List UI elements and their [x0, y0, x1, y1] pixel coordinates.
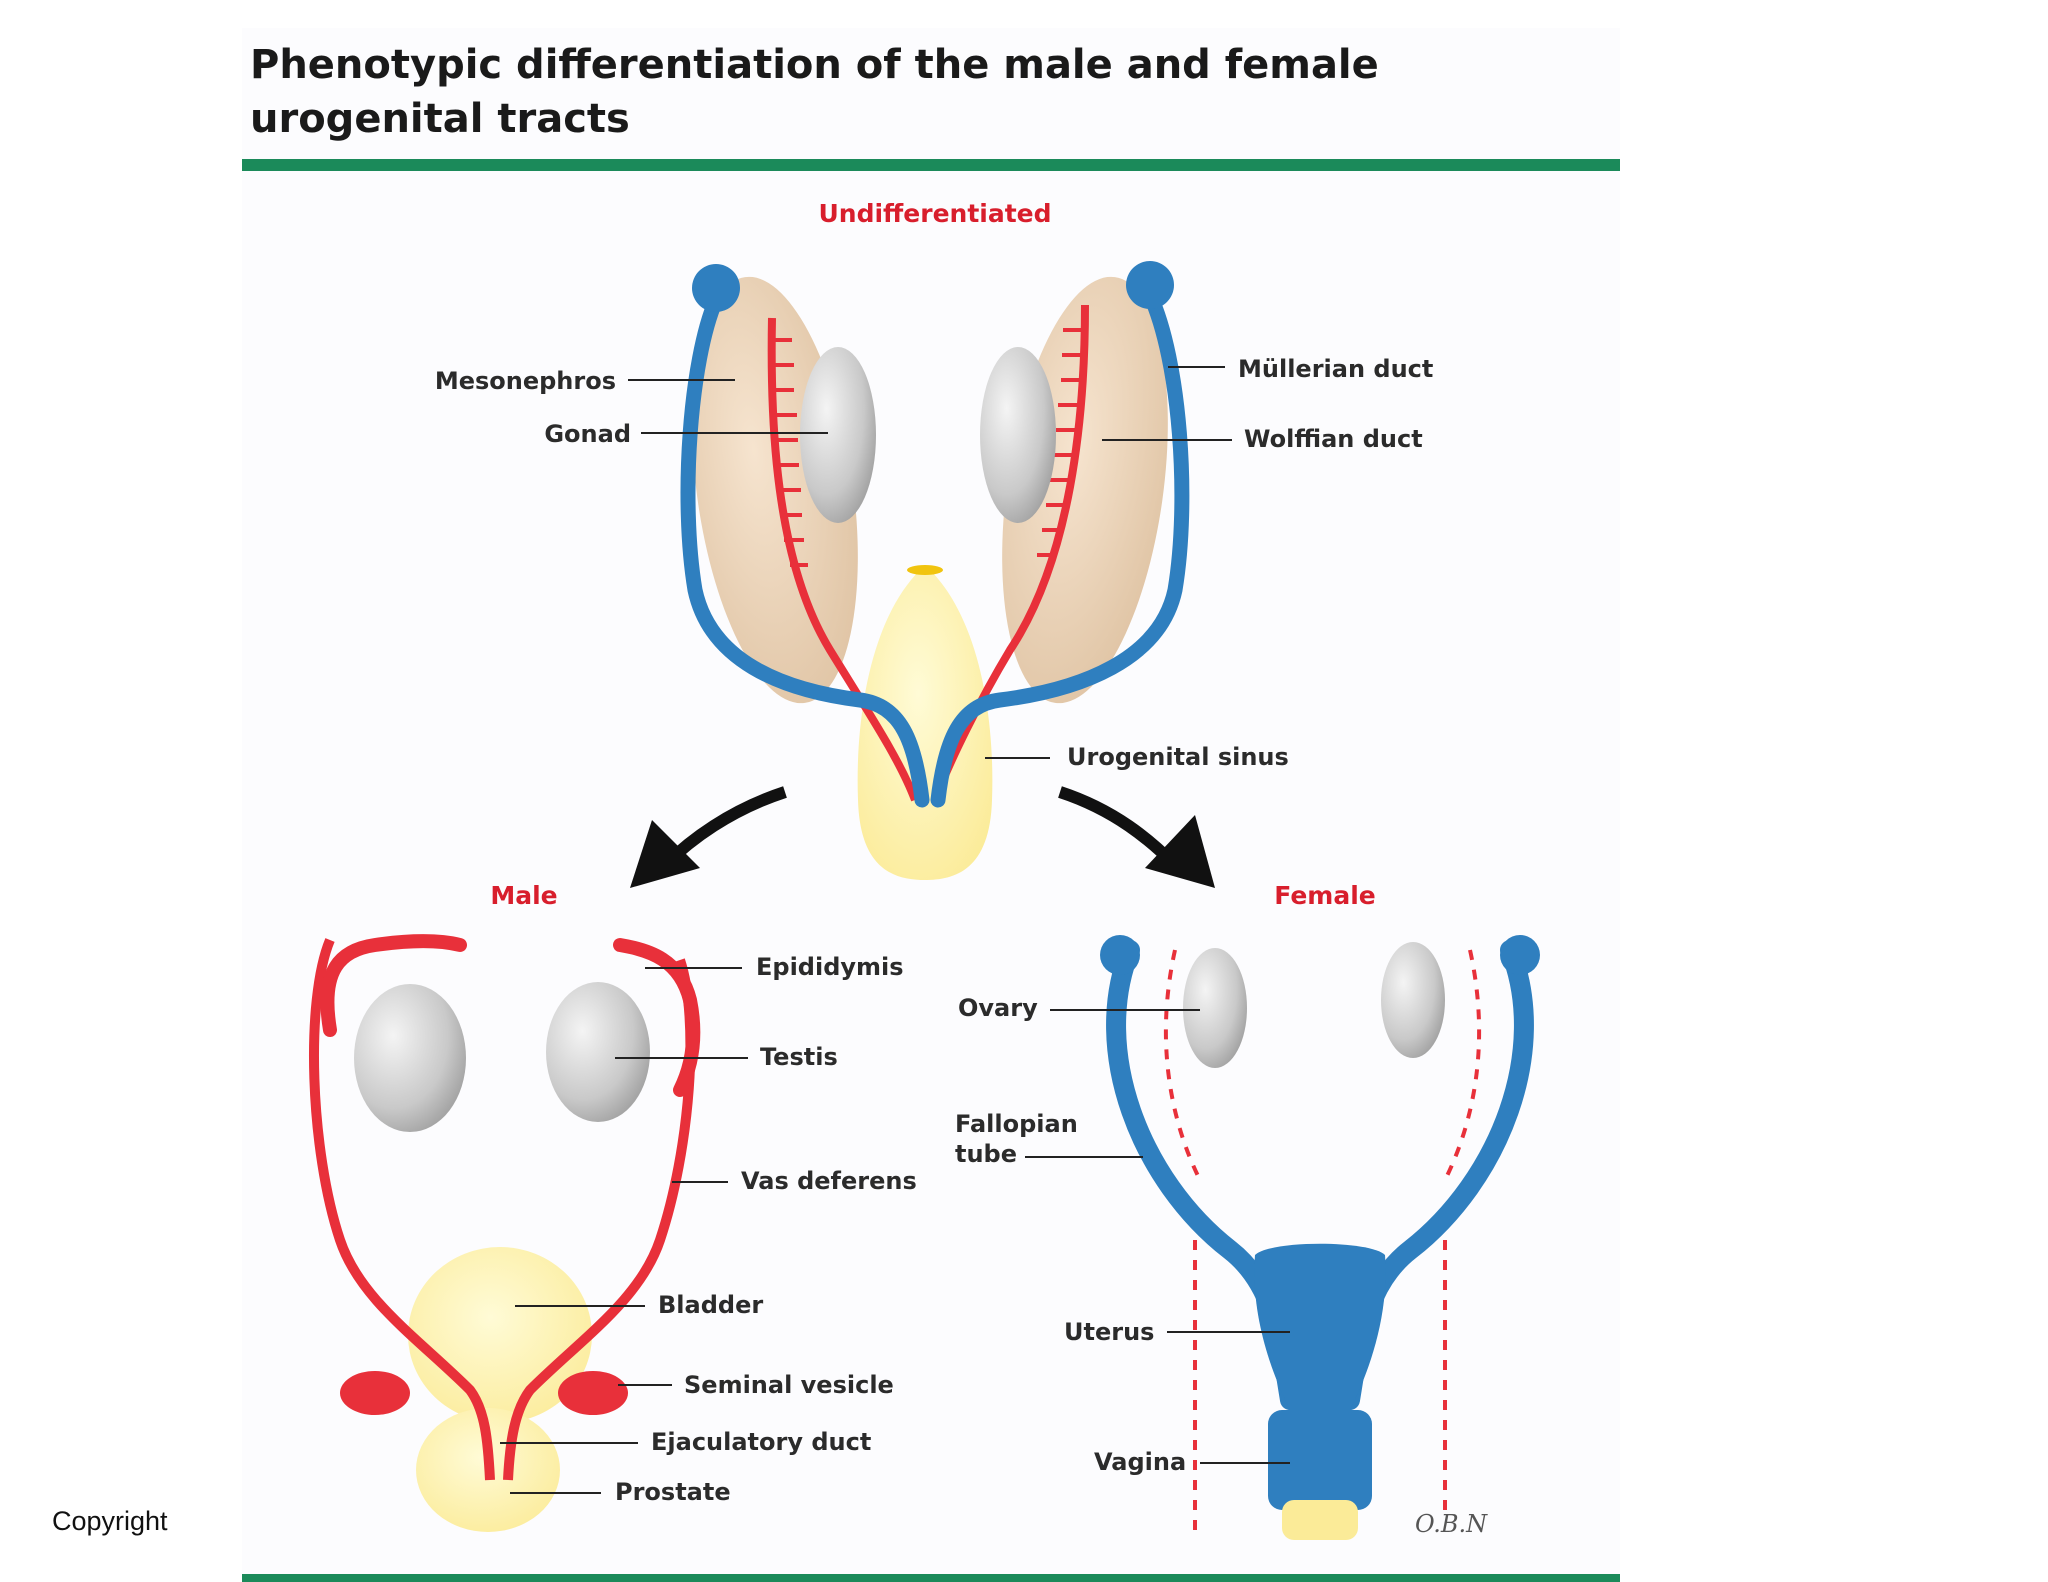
arrow-to-female — [1058, 786, 1215, 888]
label-vagina: Vagina — [1094, 1448, 1186, 1476]
label-epididymis: Epididymis — [756, 953, 904, 981]
vaginal-opening — [1282, 1500, 1358, 1540]
footer-rule — [242, 1574, 1620, 1582]
seminal-vesicle-left — [340, 1371, 410, 1415]
mesonephric-tubules — [772, 328, 1085, 567]
label-uterus: Uterus — [1064, 1318, 1154, 1346]
label-bladder: Bladder — [658, 1291, 763, 1319]
label-urogenital-sinus: Urogenital sinus — [1067, 743, 1289, 771]
sinus-opening — [907, 565, 943, 575]
ovary-left — [1183, 948, 1247, 1068]
section-label-male: Male — [490, 881, 557, 910]
gonad-right — [980, 347, 1056, 523]
fimbria-right — [1126, 261, 1174, 309]
arrow-to-male — [630, 786, 787, 888]
ovary-right — [1381, 942, 1445, 1058]
section-label-undifferentiated: Undifferentiated — [818, 199, 1051, 228]
mullerian-duct-left — [680, 292, 930, 808]
label-testis: Testis — [760, 1043, 838, 1071]
epididymis-left — [320, 934, 467, 1037]
vagina-shape — [1268, 1410, 1372, 1510]
male-stage — [309, 934, 701, 1532]
uterus-shape — [1254, 1243, 1386, 1410]
wolffian-duct-left — [767, 317, 919, 802]
label-fallopian-tube-1: Fallopian — [955, 1110, 1078, 1138]
mullerian-duct-right — [930, 287, 1190, 808]
label-mesonephros: Mesonephros — [435, 367, 616, 395]
wolffian-remnant-right — [1443, 949, 1482, 1520]
label-prostate: Prostate — [615, 1478, 731, 1506]
seminal-vesicle-right — [558, 1371, 628, 1415]
testis-right — [546, 982, 650, 1122]
label-gonad: Gonad — [544, 420, 631, 448]
vas-deferens-left — [309, 938, 495, 1481]
label-vas-deferens: Vas deferens — [741, 1167, 917, 1195]
fimbria-female-right — [1500, 935, 1540, 975]
fimbria-left — [692, 264, 740, 312]
label-wolffian-duct: Wolffian duct — [1244, 425, 1423, 453]
wolffian-duct-right — [931, 304, 1089, 802]
wolffian-remnant-left — [1163, 949, 1202, 1540]
gonad-left — [800, 347, 876, 523]
female-stage — [1100, 935, 1540, 1540]
epididymis-right — [613, 938, 701, 1097]
testis-left — [354, 984, 466, 1132]
fimbria-female-left — [1100, 935, 1140, 975]
urogenital-sinus-shape — [857, 570, 993, 880]
artist-signature: O.B.N — [1415, 1510, 1488, 1538]
page-title: Phenotypic differentiation of the male a… — [250, 42, 1379, 142]
label-ejaculatory-duct: Ejaculatory duct — [651, 1428, 871, 1456]
title-rule — [242, 159, 1620, 171]
label-mullerian-duct: Müllerian duct — [1238, 355, 1433, 383]
undifferentiated-stage — [680, 261, 1190, 880]
copyright-text: Copyright — [52, 1506, 168, 1536]
section-label-female: Female — [1274, 881, 1375, 910]
label-seminal-vesicle: Seminal vesicle — [684, 1371, 894, 1399]
label-fallopian-tube-2: tube — [955, 1140, 1017, 1168]
label-ovary: Ovary — [958, 994, 1038, 1022]
